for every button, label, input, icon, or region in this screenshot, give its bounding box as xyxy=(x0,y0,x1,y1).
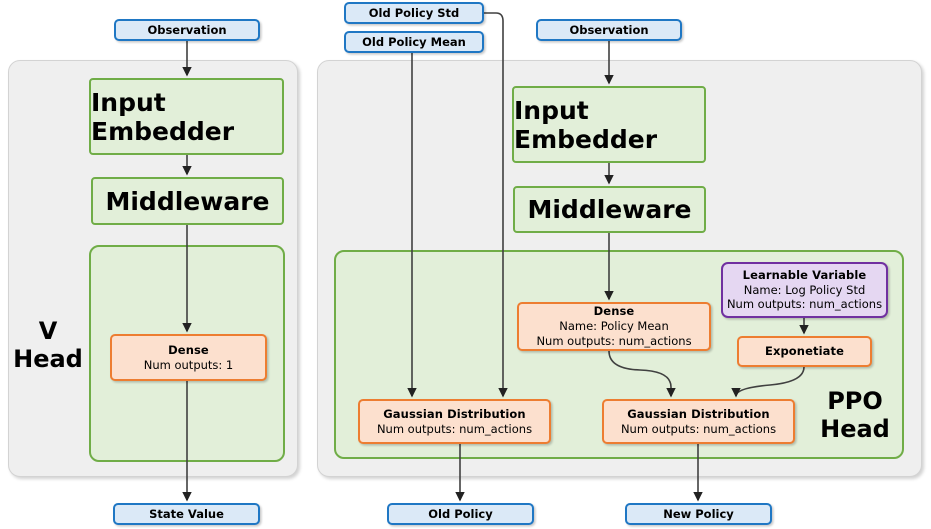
ppo-head-exponetiate[interactable]: Exponetiate xyxy=(737,336,872,367)
learnable-variable-sub2: Num outputs: num_actions xyxy=(726,297,883,312)
output-state-value[interactable]: State Value xyxy=(113,503,260,525)
ppo-head-label-line2: Head xyxy=(820,414,890,443)
ppo-head-gaussian-distribution-new[interactable]: Gaussian Distribution Num outputs: num_a… xyxy=(602,399,795,444)
ppo-dense-sub2: Num outputs: num_actions xyxy=(536,333,692,348)
v-head-dense[interactable]: Dense Num outputs: 1 xyxy=(110,334,267,381)
v-head-dense-sub1: Num outputs: 1 xyxy=(143,357,234,372)
ppo-head-label-line1: PPO xyxy=(827,387,883,415)
ppo-head-middleware[interactable]: Middleware xyxy=(513,186,706,233)
ppo-dense-sub1: Name: Policy Mean xyxy=(559,319,669,334)
ppo-head-dense-policy-mean[interactable]: Dense Name: Policy Mean Num outputs: num… xyxy=(517,302,711,351)
input-old-policy-std[interactable]: Old Policy Std xyxy=(344,2,484,24)
v-head-label: V Head xyxy=(10,317,86,373)
v-head-dense-title: Dense xyxy=(168,342,209,357)
gaussian-new-title: Gaussian Distribution xyxy=(627,406,770,421)
output-old-policy[interactable]: Old Policy xyxy=(387,503,534,525)
ppo-head-gaussian-distribution-old[interactable]: Gaussian Distribution Num outputs: num_a… xyxy=(358,399,551,444)
input-observation-right[interactable]: Observation xyxy=(536,19,682,41)
v-head-input-embedder[interactable]: Input Embedder xyxy=(89,78,284,155)
learnable-variable-title: Learnable Variable xyxy=(742,267,867,282)
v-head-label-line2: Head xyxy=(13,344,83,373)
gaussian-old-title: Gaussian Distribution xyxy=(383,406,526,421)
ppo-head-label: PPO Head xyxy=(812,387,898,443)
gaussian-old-sub1: Num outputs: num_actions xyxy=(376,421,533,436)
learnable-variable-sub1: Name: Log Policy Std xyxy=(743,282,866,297)
ppo-head-input-embedder[interactable]: Input Embedder xyxy=(512,86,706,163)
output-new-policy[interactable]: New Policy xyxy=(625,503,772,525)
input-old-policy-mean[interactable]: Old Policy Mean xyxy=(344,31,484,53)
ppo-head-learnable-variable[interactable]: Learnable Variable Name: Log Policy Std … xyxy=(721,262,888,318)
input-observation-left[interactable]: Observation xyxy=(114,19,260,41)
ppo-dense-title: Dense xyxy=(593,304,635,319)
v-head-middleware[interactable]: Middleware xyxy=(91,177,284,225)
v-head-label-line1: V xyxy=(38,317,58,345)
gaussian-new-sub1: Num outputs: num_actions xyxy=(620,421,777,436)
exponetiate-title: Exponetiate xyxy=(765,344,844,359)
